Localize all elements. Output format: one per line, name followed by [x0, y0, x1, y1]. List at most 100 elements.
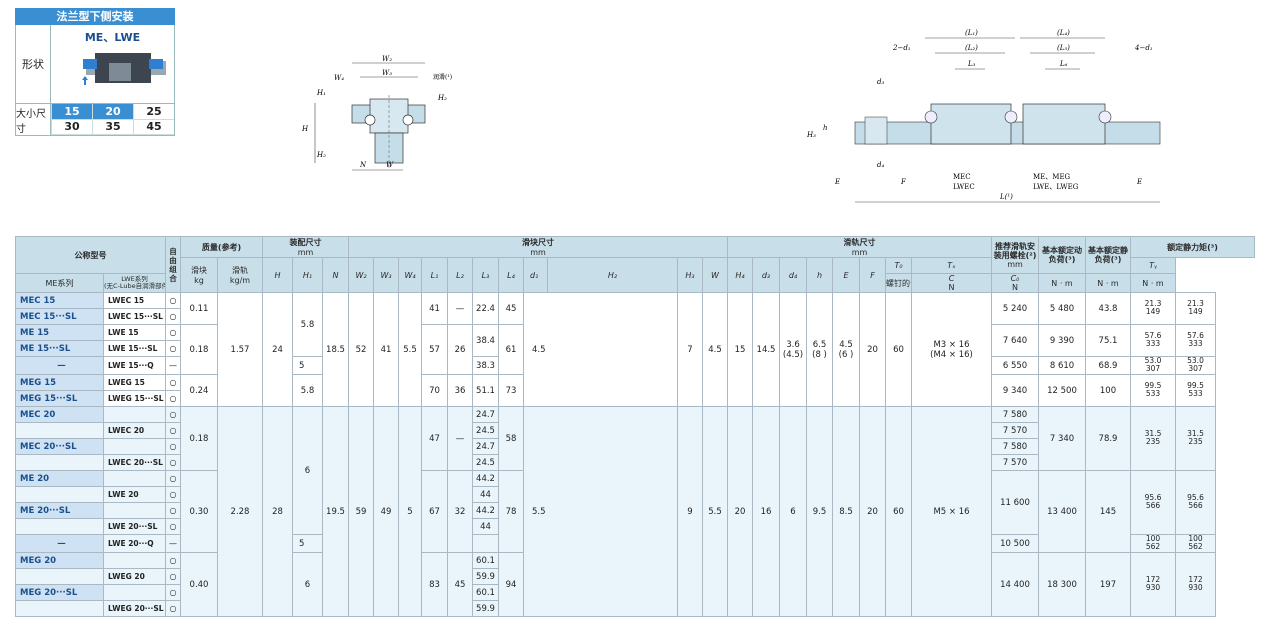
lbl-h2: H₂ — [316, 151, 326, 159]
lbl-d4: d₄ — [877, 161, 884, 169]
dim-L3: 51.1 — [472, 374, 499, 407]
table-row: MEG 20···SL ○ 60.1 — [15, 584, 1255, 601]
load-C: 5 240 — [991, 292, 1039, 325]
dim-H1: 6 — [292, 406, 323, 535]
load-C: 7 570 — [991, 422, 1039, 439]
rail-mass: 2.28 — [217, 406, 263, 617]
dim-L2: 32 — [447, 470, 473, 553]
lbl-n: N — [359, 161, 367, 169]
lbl-hh: h — [823, 124, 828, 132]
dim-L4: 61 — [498, 324, 524, 375]
lbl-w3: W₃ — [382, 69, 392, 77]
dim-d4: 6.5(8 ) — [806, 292, 833, 407]
load-C: 7 580 — [991, 438, 1039, 455]
free-combo-mark: ○ — [165, 486, 181, 503]
dim-L2: 36 — [447, 374, 473, 407]
dim-L3: 60.1 — [472, 584, 499, 601]
lbl-h3: H₃ — [806, 131, 816, 139]
me-model: MEC 15···SL — [15, 308, 104, 325]
me-model: MEC 20···SL — [15, 438, 104, 455]
lwe-model — [103, 406, 166, 423]
dim-L4: 94 — [498, 552, 524, 617]
dim-H4: 14.5 — [752, 292, 780, 407]
table-row: — LWE 15···Q — 5 38.3 6 550 8 610 68.9 5… — [15, 356, 1255, 375]
me-model: MEC 20 — [15, 406, 104, 423]
me-model-empty — [15, 454, 104, 471]
hdr-N: N — [322, 257, 349, 293]
table-row: LWE 20 ○ 44 — [15, 486, 1255, 503]
table-row: MEG 15 LWEG 15 ○ 0.24 5.8 70 36 51.1 73 … — [15, 374, 1255, 407]
lwe-model: LWE 20···Q — [103, 534, 166, 553]
hdr-L3: L₃ — [472, 257, 499, 293]
dim-L3: 24.7 — [472, 406, 499, 423]
lwe-model: LWE 20···SL — [103, 518, 166, 535]
lbl-d1: 2−d₁ — [892, 44, 911, 52]
hdr-T0-unit: N · m — [1038, 273, 1086, 293]
free-combo-mark: ○ — [165, 470, 181, 487]
free-combo-mark: — — [165, 356, 181, 375]
lbl-l3: L₃ — [967, 60, 976, 68]
hdr-bolt: 推荐滑轨安装用螺栓(²)mm — [991, 236, 1039, 274]
hdr-me-series: ME系列 — [15, 273, 104, 293]
hdr-H: H — [262, 257, 293, 293]
hdr-H1: H₁ — [292, 257, 323, 293]
me-model: ME 20 — [15, 470, 104, 487]
lbl-d3: d₃ — [877, 78, 884, 86]
hdr-F: F — [859, 257, 886, 293]
free-combo-mark: ○ — [165, 518, 181, 535]
dim-H: 24 — [262, 292, 293, 407]
dim-L1: 57 — [421, 324, 448, 375]
free-combo-mark: ○ — [165, 292, 181, 309]
hdr-W3: W₃ — [373, 257, 399, 293]
lbl-h: H — [301, 125, 309, 133]
bolt-size: M5 × 16 — [911, 406, 992, 617]
moment-T0: 145 — [1085, 470, 1131, 553]
free-combo-mark: ○ — [165, 308, 181, 325]
dim-E: 20 — [859, 292, 886, 407]
lwe-model-empty — [103, 502, 166, 519]
lwe-model: LWEG 15···SL — [103, 390, 166, 407]
dim-L3: 24.7 — [472, 438, 499, 455]
lwe-model: LWEG 20 — [103, 568, 166, 585]
dim-E: 20 — [859, 406, 886, 617]
dim-L1: 83 — [421, 552, 448, 617]
lbl-e2: E — [1136, 178, 1142, 186]
lbl-f: F — [900, 178, 907, 186]
free-combo-mark: ○ — [165, 502, 181, 519]
lbl-lwe-lweg: LWE、LWEG — [1033, 183, 1079, 191]
me-model: MEG 20 — [15, 552, 104, 569]
dim-H1: 5.8 — [292, 374, 323, 407]
moment-T0: 100 — [1085, 374, 1131, 407]
lbl-l6: L₆ — [1059, 60, 1068, 68]
side-view-diagram: (L₁) (L₂) L₃ (L₄) (L₅) L₆ 2−d₁ 4−d₁ d₃ d… — [806, 29, 1161, 203]
dim-L3: 44 — [472, 518, 499, 535]
free-combo-mark: ○ — [165, 552, 181, 569]
dim-L2: — — [447, 292, 473, 325]
lbl-grease: 润滑(¹) — [433, 73, 452, 81]
hdr-TX: Tₓ — [911, 257, 992, 274]
hdr-H3: H₃ — [677, 257, 703, 293]
block-mass: 0.18 — [180, 324, 218, 375]
hdr-bolt-sub: 螺钉的公称 × ℓ — [885, 273, 912, 293]
lbl-l4: (L₄) — [1057, 29, 1070, 37]
dim-L4: 73 — [498, 374, 524, 407]
block-mass: 0.30 — [180, 470, 218, 553]
lwe-model-empty — [103, 584, 166, 601]
me-model: MEG 20···SL — [15, 584, 104, 601]
me-model-empty — [15, 486, 104, 503]
dim-N: 19.5 — [322, 406, 349, 617]
size-row: 大小尺寸 15 20 25 30 35 45 — [15, 103, 175, 136]
me-model-empty — [15, 568, 104, 585]
lwe-model: LWEC 20···SL — [103, 454, 166, 471]
dim-H2: 7 — [677, 292, 703, 407]
dim-L3: 38.4 — [472, 324, 499, 357]
bolt-size: M3 × 16(M4 × 16) — [911, 292, 992, 407]
